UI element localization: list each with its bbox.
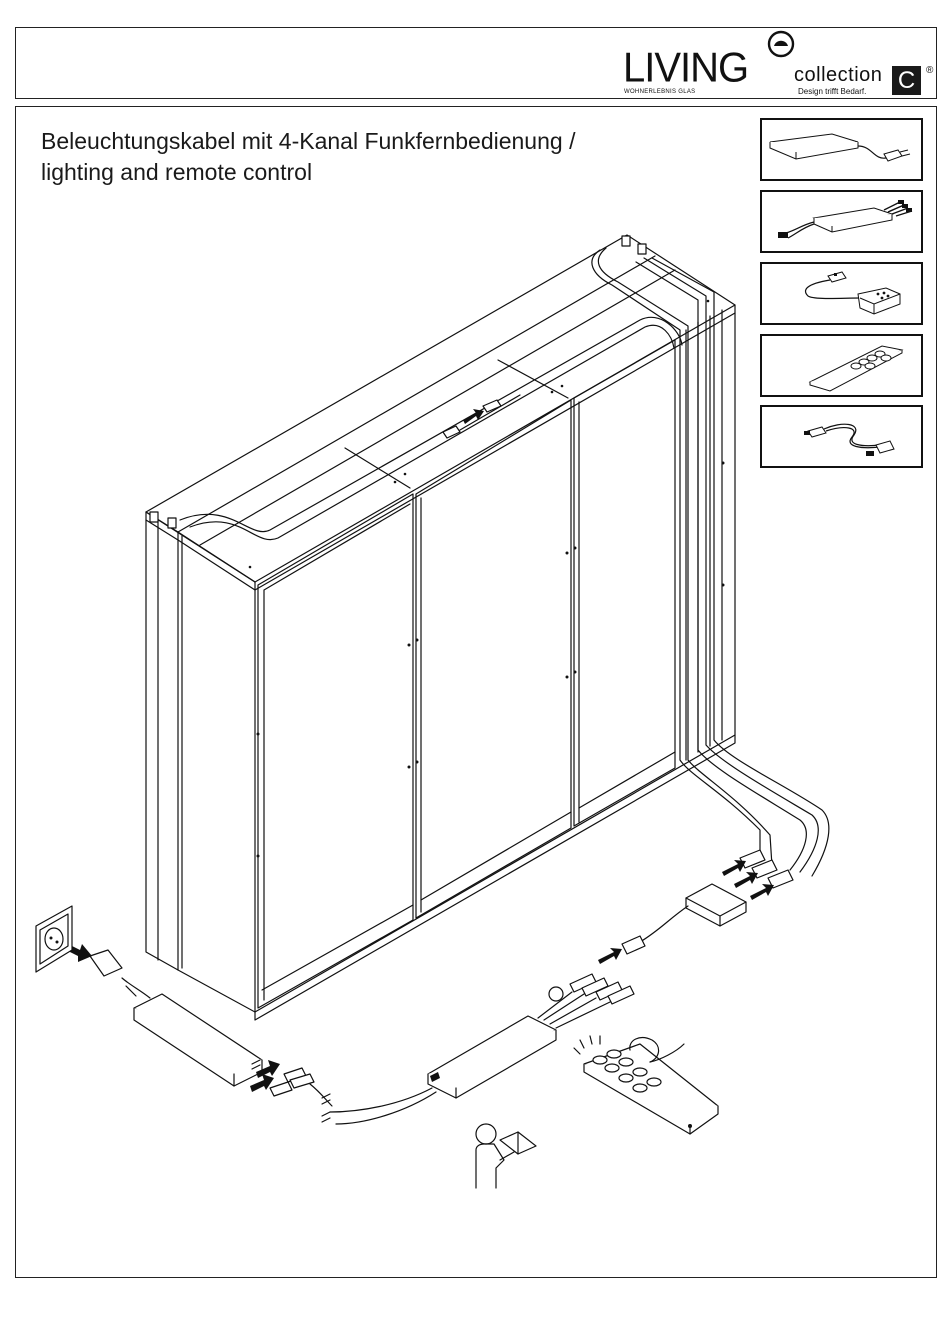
remote-control [574, 1036, 718, 1134]
read-manual-icon [476, 1124, 536, 1188]
receiver-unit [330, 974, 634, 1124]
wall-socket [36, 906, 72, 972]
power-connectors [250, 1060, 332, 1122]
wardrobe-illustration [146, 235, 735, 1020]
distributor-box [598, 884, 746, 964]
power-supply-unit [58, 940, 262, 1086]
